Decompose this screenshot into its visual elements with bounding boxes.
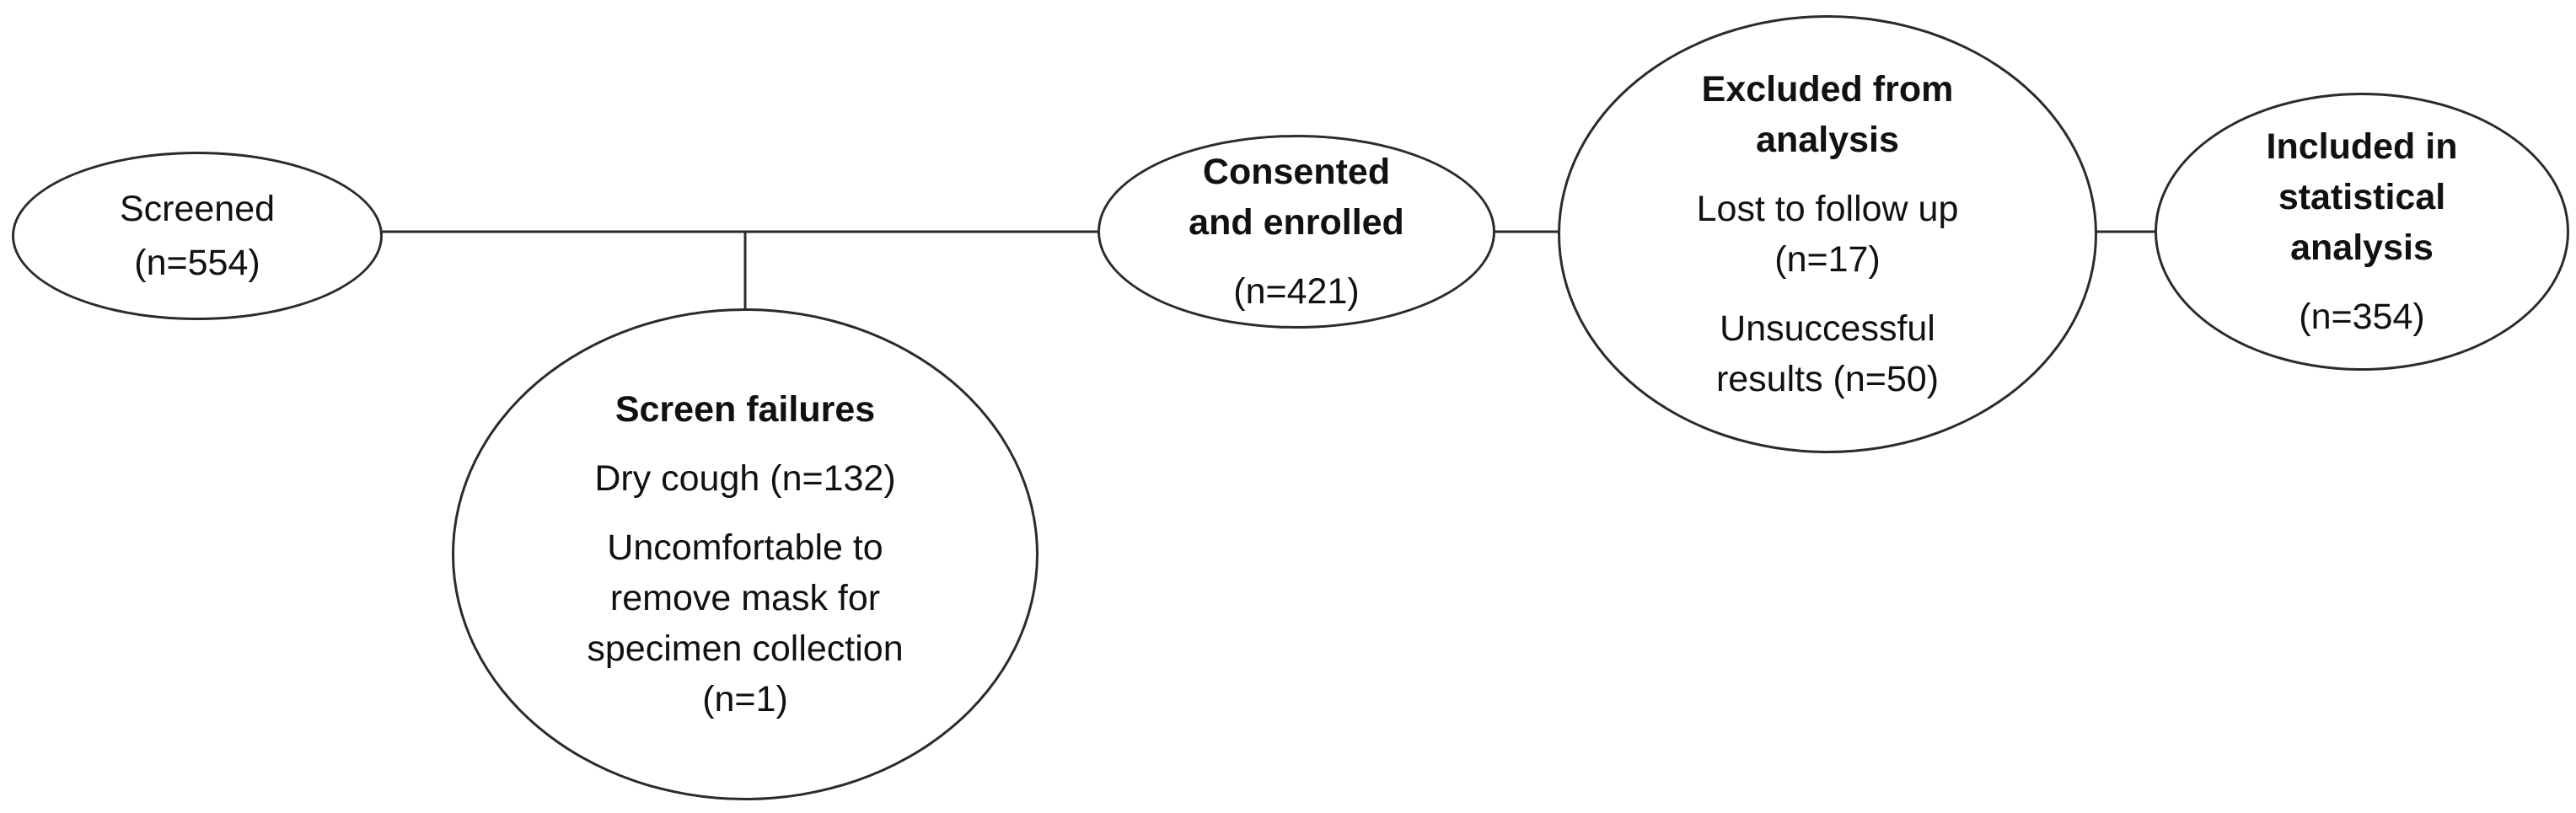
- consented-title-line-2: and enrolled: [1189, 202, 1404, 243]
- screen-failures-reason-mask-line-2: remove mask for: [609, 578, 881, 618]
- screen-failures-node: Screen failures Dry cough (n=132) Uncomf…: [452, 308, 1038, 800]
- excluded-reason-unsuccessful-line-2: results (n=50): [1715, 359, 1940, 399]
- included-title-line-2: statistical: [2278, 177, 2446, 217]
- excluded-reason-lost-line-1: Lost to follow up: [1696, 189, 1959, 229]
- included-title-line-1: Included in: [2266, 126, 2458, 167]
- excluded-reason-lost-count: (n=17): [1774, 239, 1881, 280]
- consented-enrolled-node: Consented and enrolled (n=421): [1097, 135, 1495, 329]
- included-count: (n=354): [2299, 297, 2425, 337]
- screened-node: Screened (n=554): [12, 152, 383, 320]
- excluded-from-analysis-node: Excluded from analysis Lost to follow up…: [1558, 15, 2097, 453]
- included-title-line-3: analysis: [2290, 227, 2434, 268]
- screen-failures-title: Screen failures: [614, 389, 876, 430]
- screen-failures-reason-mask-line-3: specimen collection: [587, 628, 904, 669]
- excluded-reason-unsuccessful-line-1: Unsuccessful: [1720, 308, 1935, 349]
- screened-count: (n=554): [134, 243, 260, 283]
- excluded-title-line-1: Excluded from: [1701, 69, 1954, 110]
- screened-label: Screened: [119, 189, 276, 229]
- consented-count: (n=421): [1233, 271, 1360, 312]
- included-in-analysis-node: Included in statistical analysis (n=354): [2155, 93, 2569, 371]
- screen-failures-reason-dry-cough: Dry cough (n=132): [594, 458, 896, 499]
- consented-title-line-1: Consented: [1202, 152, 1391, 192]
- screen-failures-reason-mask-line-1: Uncomfortable to: [607, 527, 883, 568]
- screen-failures-reason-mask-count: (n=1): [702, 679, 788, 719]
- excluded-title-line-2: analysis: [1756, 120, 1899, 160]
